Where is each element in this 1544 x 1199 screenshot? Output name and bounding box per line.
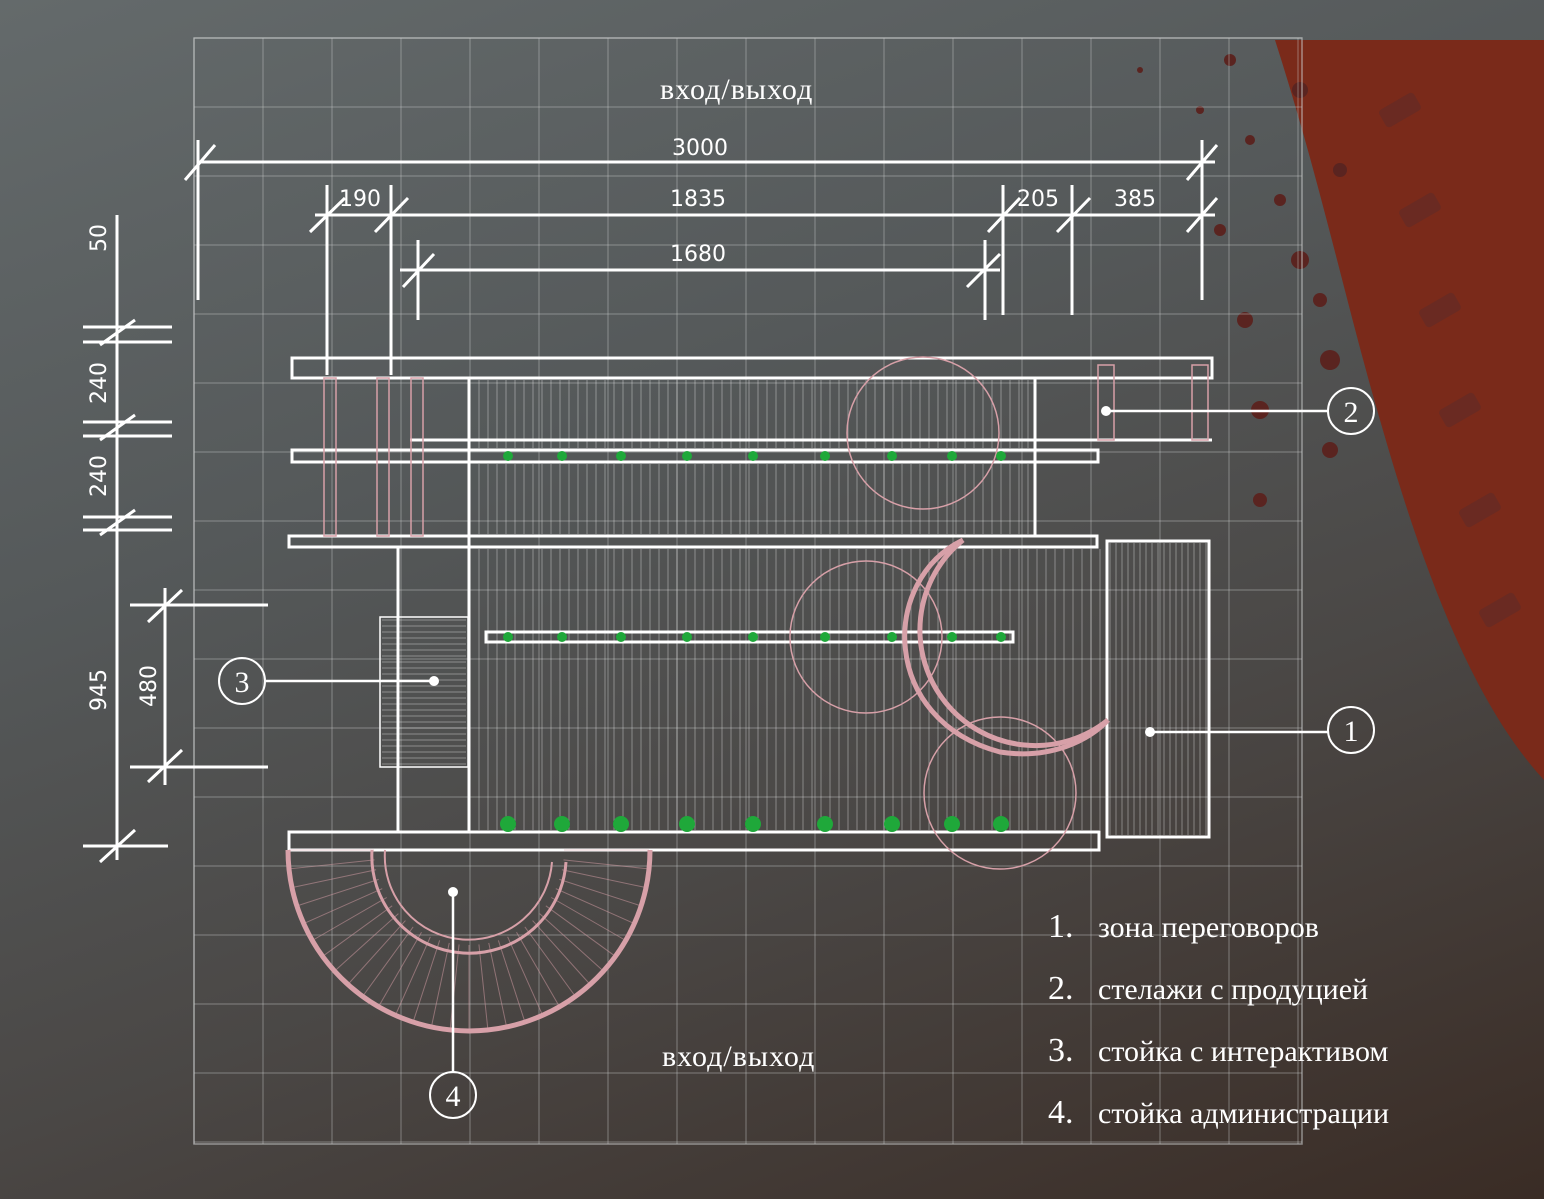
dimension-labels: 3000 190 1835 205 385 1680 50 240 240 94…	[87, 136, 1156, 711]
legend-item: 3. стойка с интерактивом	[1048, 1032, 1518, 1094]
dim-240-b: 240	[87, 455, 112, 497]
legend-number: 1.	[1048, 908, 1074, 945]
legend-item: 2. стелажи с продуцией	[1048, 970, 1518, 1032]
legend-number: 4.	[1048, 1094, 1074, 1131]
dim-1680: 1680	[670, 242, 726, 267]
marker-4: 4	[429, 1071, 477, 1119]
svg-text:2: 2	[1344, 396, 1359, 429]
dim-945: 945	[87, 669, 112, 711]
legend-text: стойка администрации	[1098, 1097, 1390, 1130]
stand-layout	[285, 356, 1214, 1034]
background-grid	[193, 37, 1302, 1144]
marker-lines	[266, 409, 1328, 1072]
dim-190: 190	[339, 187, 381, 212]
marker-dots	[429, 406, 1155, 897]
dim-3000: 3000	[672, 136, 728, 161]
legend-item: 4. стойка администрации	[1048, 1094, 1518, 1156]
legend-item: 1. зона переговоров	[1048, 908, 1518, 970]
legend-text: стойка с интерактивом	[1098, 1035, 1389, 1068]
dimension-lines	[83, 140, 1219, 864]
dim-385: 385	[1114, 187, 1156, 212]
dim-205: 205	[1017, 187, 1059, 212]
legend: 1. зона переговоров 2. стелажи с продуци…	[1048, 908, 1518, 1156]
legend-number: 2.	[1048, 970, 1074, 1007]
dim-480: 480	[137, 665, 162, 707]
legend-text: стелажи с продуцией	[1098, 973, 1369, 1006]
entrance-bottom-label: вход/выход	[662, 1040, 816, 1073]
svg-text:3: 3	[235, 666, 250, 699]
marker-3: 3	[218, 657, 266, 705]
svg-text:1: 1	[1344, 715, 1359, 748]
grid-border	[193, 37, 1303, 1145]
red-backdrop-shape	[1137, 40, 1544, 780]
marker-1: 1	[1327, 706, 1375, 754]
dim-50: 50	[87, 224, 112, 252]
entrance-top-label: вход/выход	[660, 73, 814, 106]
dim-1835: 1835	[670, 187, 726, 212]
svg-text:4: 4	[446, 1080, 461, 1113]
legend-text: зона переговоров	[1098, 911, 1319, 944]
legend-number: 3.	[1048, 1032, 1074, 1069]
marker-2: 2	[1327, 387, 1375, 435]
dim-240-a: 240	[87, 362, 112, 404]
